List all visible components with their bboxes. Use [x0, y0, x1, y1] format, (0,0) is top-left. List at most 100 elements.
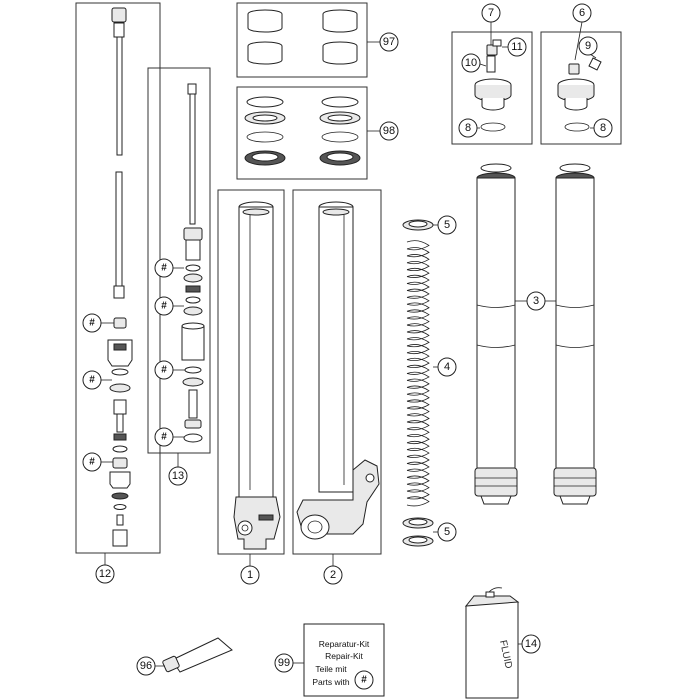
callout-14-label: 14: [525, 638, 537, 650]
spring-coil: [406, 274, 430, 285]
hash-marker: [154, 427, 174, 447]
spring-coil: [406, 413, 430, 424]
group-12-frame: [75, 2, 161, 554]
callout-8-left-label: 8: [465, 122, 471, 134]
cartridge-washer-4: [113, 504, 127, 510]
part-99-repair-kit: Reparatur-Kit Repair-Kit Teile mit Parts…: [274, 623, 385, 697]
hash-symbol: #: [89, 375, 95, 386]
inner-washer-6: [182, 377, 204, 387]
spring-coil: [406, 371, 430, 382]
callout-7: [481, 3, 501, 23]
spring-coil: [406, 288, 430, 299]
spring-coil: [406, 323, 430, 334]
cartridge-valve-body: [113, 399, 127, 415]
hash-symbol: #: [361, 675, 367, 686]
spring-coil: [406, 267, 430, 278]
spring-coils: [406, 240, 430, 507]
seal-stack-left: [244, 96, 286, 166]
callout-4-label: 4: [444, 361, 450, 373]
inner-washer-7: [183, 433, 203, 443]
callout-98-label: 98: [383, 125, 395, 137]
callout-7-label: 7: [488, 7, 494, 19]
callout-12-label: 12: [99, 568, 111, 580]
seal-stack-right: [319, 96, 361, 166]
hash-marker: [154, 296, 174, 316]
callout-97: [379, 32, 399, 52]
callout-14: [521, 634, 541, 654]
part-6-frame: [540, 31, 622, 145]
cartridge-washer-3: [112, 445, 128, 453]
callout-97-label: 97: [383, 36, 395, 48]
cartridge-washer-1: [111, 368, 129, 376]
spring-coil: [406, 434, 430, 445]
callout-9-label: 9: [585, 40, 591, 52]
group-97-frame: [236, 2, 368, 78]
callout-4: [437, 357, 457, 377]
spring-coil: [406, 427, 430, 438]
cartridge-upper-rod: [116, 36, 123, 156]
hash-symbol: #: [161, 365, 167, 376]
callout-8-right: [593, 118, 613, 138]
bushing-upper-left: [247, 9, 283, 33]
spring-coil: [406, 302, 430, 313]
callout-5-top-label: 5: [444, 219, 450, 231]
callout-13: [168, 466, 188, 486]
spring-coil: [406, 496, 430, 507]
part-2-frame: [292, 189, 382, 555]
cartridge-rod-end: [113, 285, 125, 299]
spring-coil: [406, 392, 430, 403]
callout-99-label: 99: [278, 657, 290, 669]
part-96-grease-tube: 96: [136, 637, 233, 676]
inner-rod: [189, 93, 196, 225]
group-98-seals: 98: [236, 86, 399, 180]
cartridge-bolt: [116, 514, 124, 526]
spring-coil: [406, 357, 430, 368]
hash-marker: [154, 360, 174, 380]
bushing-lower-right: [322, 41, 358, 65]
cartridge-washer-2: [109, 383, 131, 393]
spring-coil: [406, 399, 430, 410]
spring-coil: [406, 281, 430, 292]
inner-washer-5: [184, 366, 202, 374]
callout-10: [461, 53, 481, 73]
spring-coil: [406, 420, 430, 431]
hash-symbol: #: [161, 263, 167, 274]
callout-1: [240, 565, 260, 585]
inner-sleeve-top: [181, 322, 205, 330]
part-4-fork-spring: 5 4 5: [402, 215, 457, 547]
hash-marker: [82, 313, 102, 333]
hash-marker: [154, 258, 174, 278]
callout-2: [323, 565, 343, 585]
spring-coil: [406, 454, 430, 465]
callout-13-label: 13: [172, 470, 184, 482]
callout-99: [274, 653, 294, 673]
inner-tube-left: [474, 163, 518, 505]
spring-coil: [406, 406, 430, 417]
callout-8-left: [458, 118, 478, 138]
inner-rod-top: [187, 83, 197, 95]
spring-coil: [406, 364, 430, 375]
spring-coil: [406, 260, 430, 272]
cartridge-spacer: [112, 457, 128, 469]
hash-marker: [354, 670, 374, 690]
cartridge-shim: [113, 433, 127, 441]
callout-3: [526, 291, 546, 311]
cartridge-top-nut: [111, 7, 127, 23]
spring-coil: [406, 447, 430, 458]
callout-96: [136, 656, 156, 676]
callout-5-bottom: [437, 522, 457, 542]
spring-coil: [406, 240, 430, 251]
callout-12: [95, 564, 115, 584]
spring-coil: [406, 330, 430, 341]
callout-98: [379, 121, 399, 141]
group-12-damper-cartridge: # # # 12: [75, 2, 161, 584]
callout-1-label: 1: [247, 569, 253, 581]
cartridge-piston-band: [113, 343, 127, 351]
hash-symbol: #: [89, 318, 95, 329]
bushing-upper-right: [322, 9, 358, 33]
repair-kit-note-2: Parts with: [312, 677, 350, 687]
group-97-bushings: 97: [236, 2, 399, 78]
hash-marker: [82, 452, 102, 472]
bushing-lower-left: [247, 41, 283, 65]
